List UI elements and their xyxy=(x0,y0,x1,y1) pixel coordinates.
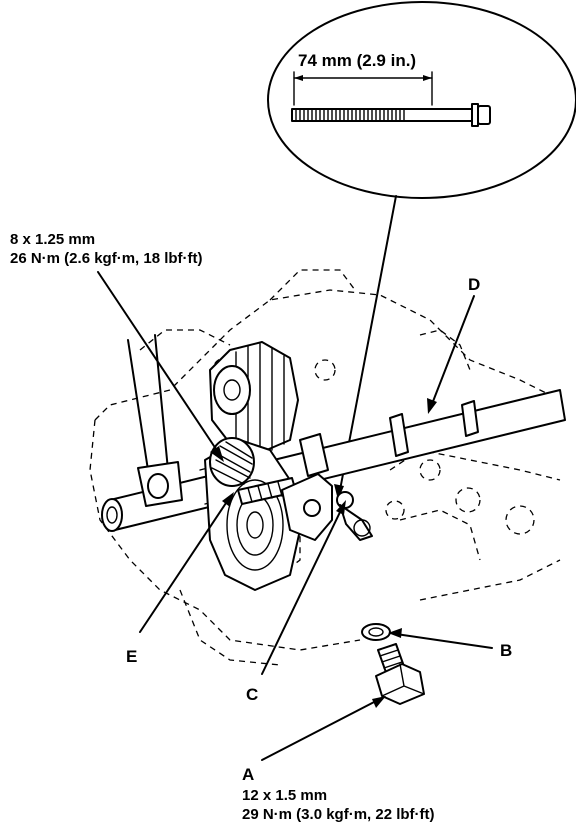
bracket-c xyxy=(281,473,373,541)
b-leader xyxy=(395,633,493,649)
d-arrow xyxy=(427,398,437,414)
b-arrow xyxy=(388,628,402,638)
bolt-length-label: 74 mm (2.9 in.) xyxy=(298,51,416,70)
c-leader xyxy=(261,507,343,675)
callout-c-label: C xyxy=(246,685,258,704)
upper-spec-leader xyxy=(97,271,219,453)
detail-leader-arrow xyxy=(334,484,344,500)
sealing-washer-b xyxy=(361,623,391,641)
callout-e-label: E xyxy=(126,647,137,666)
callout-b-label: B xyxy=(500,641,512,660)
rocker-shaft-d xyxy=(101,389,566,532)
plug-bolt-a xyxy=(375,643,425,705)
upper-spec-size: 8 x 1.25 mm xyxy=(10,231,95,248)
d-leader xyxy=(431,295,475,405)
dimension-arrow-right xyxy=(423,75,432,81)
callout-a-label: A xyxy=(242,765,254,784)
lower-spec-size: 12 x 1.5 mm xyxy=(242,787,327,804)
e-leader xyxy=(139,499,229,633)
upper-spec-torque: 26 N·m (2.6 kgf·m, 18 lbf·ft) xyxy=(10,250,203,267)
detail-circle xyxy=(267,1,576,199)
upper-spec-arrow xyxy=(210,446,224,462)
dimension-arrow-left xyxy=(294,75,303,81)
lower-spec-torque: 29 N·m (3.0 kgf·m, 22 lbf·ft) xyxy=(242,806,435,823)
cam-sprocket xyxy=(209,341,299,453)
bolt-detail-callout: 74 mm (2.9 in.) xyxy=(267,1,576,500)
drive-gear-e xyxy=(204,437,301,591)
long-bolt xyxy=(291,103,491,127)
a-arrow xyxy=(372,696,386,708)
c-arrow xyxy=(336,500,346,515)
leader-lines xyxy=(97,271,493,761)
a-leader xyxy=(261,699,379,761)
callout-d-label: D xyxy=(468,275,480,294)
rocker-arm-left xyxy=(127,334,183,507)
e-arrow xyxy=(222,492,234,507)
